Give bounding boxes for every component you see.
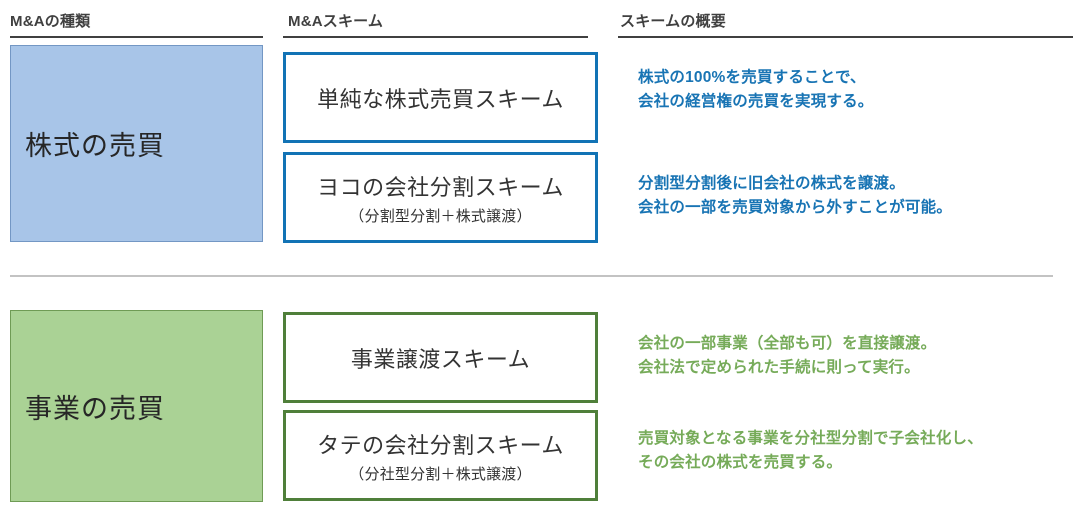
scheme-description-business-transfer: 会社の一部事業（全部も可）を直接譲渡。 会社法で定められた手続に則って実行。 <box>638 335 937 377</box>
scheme-description-simple-share-purchase: 株式の100%を売買することで、 会社の経営権の売買を実現する。 <box>638 69 874 111</box>
scheme-title: 事業譲渡スキーム <box>350 346 531 372</box>
column-header-scheme-overview: スキームの概要 <box>620 13 726 30</box>
scheme-subtitle: （分社型分割＋株式譲渡） <box>349 465 532 483</box>
scheme-title: タテの会社分割スキーム <box>317 432 564 458</box>
section-divider <box>10 275 1053 277</box>
column-header-rule-scheme-overview <box>618 36 1073 38</box>
column-header-rule-ma-type <box>10 36 263 38</box>
column-header-ma-scheme: M&Aスキーム <box>288 13 384 30</box>
column-header-ma-type: M&Aの種類 <box>10 13 91 30</box>
scheme-title: ヨコの会社分割スキーム <box>317 174 564 200</box>
category-block-stock-trade: 株式の売買 <box>10 45 263 242</box>
scheme-description-horizontal-company-split: 分割型分割後に旧会社の株式を譲渡。 会社の一部を売買対象から外すことが可能。 <box>638 175 953 217</box>
scheme-title: 単純な株式売買スキーム <box>317 86 564 112</box>
category-block-business-trade: 事業の売買 <box>10 310 263 502</box>
scheme-box-vertical-company-split: タテの会社分割スキーム （分社型分割＋株式譲渡） <box>283 410 598 501</box>
column-header-rule-ma-scheme <box>283 36 588 38</box>
scheme-box-business-transfer: 事業譲渡スキーム <box>283 312 598 403</box>
scheme-box-simple-share-purchase: 単純な株式売買スキーム <box>283 52 598 143</box>
scheme-box-horizontal-company-split: ヨコの会社分割スキーム （分割型分割＋株式譲渡） <box>283 152 598 243</box>
scheme-subtitle: （分割型分割＋株式譲渡） <box>349 207 532 225</box>
scheme-description-vertical-company-split: 売買対象となる事業を分社型分割で子会社化し、 その会社の株式を売買する。 <box>638 430 983 472</box>
